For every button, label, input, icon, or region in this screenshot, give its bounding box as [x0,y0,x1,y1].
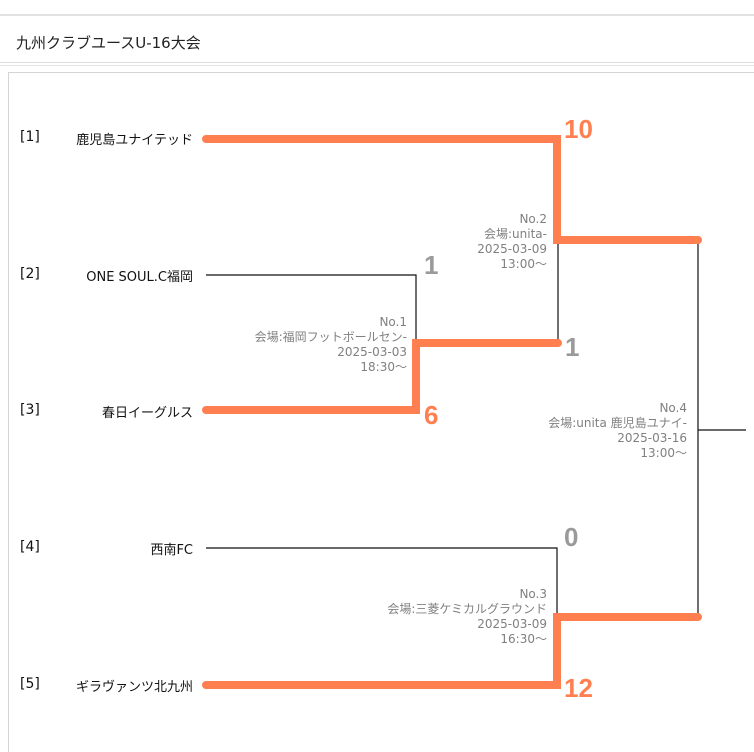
match1-score-top: 1 [424,250,439,280]
seed-label: [4] [20,539,40,555]
team-name[interactable]: 鹿児島ユナイテッド [76,133,193,148]
match4-info[interactable]: No.4 会場:unita 鹿児島ユナイ- 2025-03-16 13:00〜 [548,401,687,461]
match-time: 13:00〜 [500,257,547,271]
header-divider [0,62,754,63]
match-venue: 会場:unita- [484,227,547,241]
match1-info[interactable]: No.1 会場:福岡フットボールセン- 2025-03-03 18:30〜 [255,315,407,375]
match-time: 16:30〜 [500,632,547,646]
match3-score-top: 0 [564,522,579,552]
match-venue: 会場:三菱ケミカルグラウンド [387,602,547,616]
match2-info[interactable]: No.2 会場:unita- 2025-03-09 13:00〜 [477,212,547,272]
winner-path-team3 [202,339,562,414]
match-date: 2025-03-09 [477,617,547,631]
match-number: No.1 [379,315,407,329]
tournament-bracket [202,135,746,689]
match-number: No.4 [659,401,687,415]
match2-score-top: 10 [564,114,593,144]
match2-score-bottom: 1 [565,332,580,362]
match3-info[interactable]: No.3 会場:三菱ケミカルグラウンド 2025-03-09 16:30〜 [387,587,547,647]
team-name[interactable]: ONE SOUL.C福岡 [86,270,193,285]
seed-label: [1] [20,129,40,145]
match-date: 2025-03-03 [337,345,407,359]
winner-path-team5 [202,613,702,689]
bracket-line-team4 [206,547,558,617]
match-venue: 会場:福岡フットボールセン- [254,330,407,344]
match3-score-bottom: 12 [564,673,593,703]
seed-label: [3] [20,402,40,418]
team-name[interactable]: 春日イーグルス [101,406,193,421]
match-date: 2025-03-16 [617,431,687,445]
team-name[interactable]: 西南FC [150,543,193,558]
match-time: 18:30〜 [360,360,407,374]
page-header [0,16,754,63]
match-number: No.2 [519,212,547,226]
match-time: 13:00〜 [640,446,687,460]
match1-score-bottom: 6 [424,400,439,430]
match-date: 2025-03-09 [477,242,547,256]
winner-path-team1 [202,135,702,244]
top-divider [0,14,754,16]
bracket-frame [8,72,754,752]
seed-label: [2] [20,266,40,282]
bracket-line-team2 [206,274,417,343]
header-divider-secondary [0,65,754,66]
seed-label: [5] [20,676,40,692]
match-venue: 会場:unita 鹿児島ユナイ- [548,416,687,430]
page-title: 九州クラブユースU-16大会 [16,34,201,52]
team-name[interactable]: ギラヴァンツ北九州 [75,680,193,695]
match-number: No.3 [519,587,547,601]
